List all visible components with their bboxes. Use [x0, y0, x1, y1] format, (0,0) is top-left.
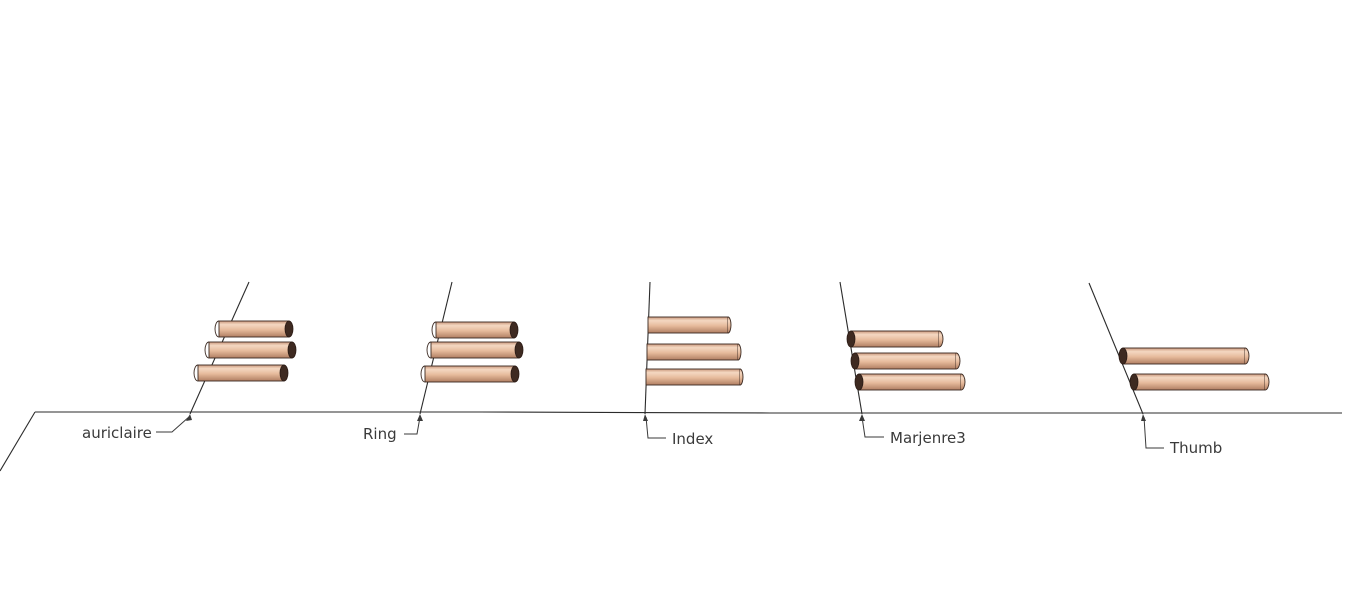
tube-thumb-1	[1118, 347, 1250, 365]
leader-index	[643, 414, 666, 439]
guide-line-thumb	[1088, 282, 1144, 415]
label-marjenre3: Marjenre3	[890, 429, 966, 447]
tube-marjenre3-3	[854, 373, 966, 391]
tube-auriclaire-2	[204, 341, 297, 359]
leader-thumb	[1141, 414, 1164, 449]
ground-plane	[0, 411, 1342, 472]
leader-ring	[404, 414, 423, 435]
tube-auriclaire-1	[214, 320, 294, 338]
tube-ring-1	[431, 321, 519, 339]
tube-ring-3	[420, 365, 520, 383]
ground-edge-left	[0, 411, 36, 472]
tube-marjenre3-2	[850, 352, 961, 370]
tube-ring-2	[426, 341, 524, 359]
tube-groups	[193, 316, 1270, 391]
tube-marjenre3-1	[846, 330, 944, 348]
tube-index-2	[646, 343, 742, 361]
leaders	[156, 414, 1164, 449]
tube-index-3	[645, 368, 744, 386]
tube-thumb-2	[1129, 373, 1270, 391]
guide-line-marjenre3	[839, 281, 863, 415]
leader-auriclaire	[156, 414, 192, 433]
label-ring: Ring	[363, 425, 397, 443]
tube-group-index	[645, 316, 744, 386]
tube-group-auriclaire	[193, 320, 297, 382]
leader-marjenre3	[859, 414, 884, 438]
label-auriclaire: auriclaire	[82, 424, 152, 442]
tube-auriclaire-3	[193, 364, 289, 382]
tube-index-1	[647, 316, 732, 334]
label-index: Index	[672, 430, 713, 448]
tube-group-ring	[420, 321, 524, 383]
ground-edge-back	[35, 411, 1342, 414]
tube-group-thumb	[1118, 347, 1270, 391]
tube-group-marjenre3	[846, 330, 966, 391]
label-thumb: Thumb	[1169, 439, 1222, 457]
